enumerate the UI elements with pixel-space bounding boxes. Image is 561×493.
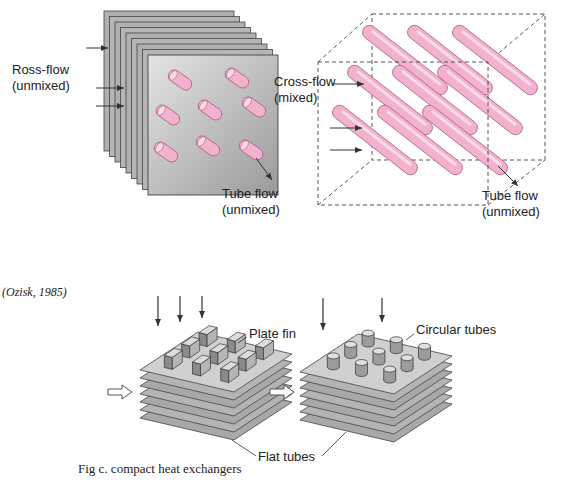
flat-tube — [227, 332, 245, 353]
figure-caption: Fig c. compact heat exchangers — [78, 461, 378, 477]
flow-arrow — [332, 84, 364, 85]
long-pink-tube — [330, 102, 421, 177]
circular-tube — [327, 353, 339, 370]
flow-label: Tube flow (unmixed) — [222, 186, 298, 218]
cube-front — [318, 62, 488, 205]
flat-tube — [256, 339, 274, 360]
flow-arrow — [322, 298, 323, 330]
pink-tube — [166, 68, 194, 93]
circular-tube — [356, 360, 368, 377]
leader-line — [406, 334, 414, 340]
part-label: Circular tubes — [416, 322, 536, 338]
circular-tube — [384, 366, 396, 383]
circular-tube — [401, 355, 413, 372]
flow-label: Ross-flow (unmixed) — [12, 62, 92, 94]
flat-tube — [199, 326, 217, 347]
part-label: Flat tubes — [258, 449, 348, 465]
long-pink-tube — [420, 102, 511, 177]
pink-tube — [240, 95, 268, 120]
flow-arrow — [201, 296, 202, 318]
flow-arrow — [330, 150, 362, 151]
flat-tube — [193, 355, 211, 376]
long-pink-tube — [375, 102, 466, 177]
flow-arrow — [157, 296, 158, 326]
flow-arrow — [381, 298, 382, 322]
fin-sheet — [300, 334, 452, 394]
flat-tube — [164, 348, 182, 369]
leader-line — [238, 337, 247, 343]
pink-tube — [154, 103, 182, 128]
circular-tube — [419, 343, 431, 360]
pink-tube — [237, 138, 265, 163]
pink-tube — [196, 98, 224, 123]
hollow-arrow — [108, 385, 132, 399]
cube-edge — [318, 160, 372, 205]
circular-tube — [373, 348, 385, 365]
front-plate — [148, 55, 278, 195]
flat-tube — [238, 350, 256, 371]
cube-edge — [318, 14, 372, 62]
part-label: Plate fin — [249, 326, 329, 342]
leader-line — [232, 440, 256, 456]
leader-line — [322, 432, 346, 456]
circular-tube — [362, 330, 374, 347]
flow-arrow — [330, 128, 362, 129]
flow-arrow — [96, 106, 124, 107]
flat-tube — [182, 337, 200, 358]
flow-arrow — [498, 166, 518, 186]
flow-label: Tube flow (unmixed) — [482, 188, 558, 220]
hollow-arrow — [270, 385, 294, 399]
pink-tube — [223, 66, 251, 91]
pink-tube — [194, 134, 222, 159]
flow-arrow — [179, 296, 180, 322]
circular-tube — [390, 337, 402, 354]
flow-arrow — [86, 48, 108, 49]
flat-tube — [210, 344, 228, 365]
flat-tube — [221, 362, 239, 383]
citation: (Ozisk, 1985) — [2, 284, 122, 300]
pink-tube — [152, 140, 180, 165]
flow-arrow — [96, 88, 124, 89]
circular-tube — [345, 342, 357, 359]
flow-arrow — [256, 158, 272, 180]
flow-label: Cross-flow (mixed) — [274, 74, 350, 106]
